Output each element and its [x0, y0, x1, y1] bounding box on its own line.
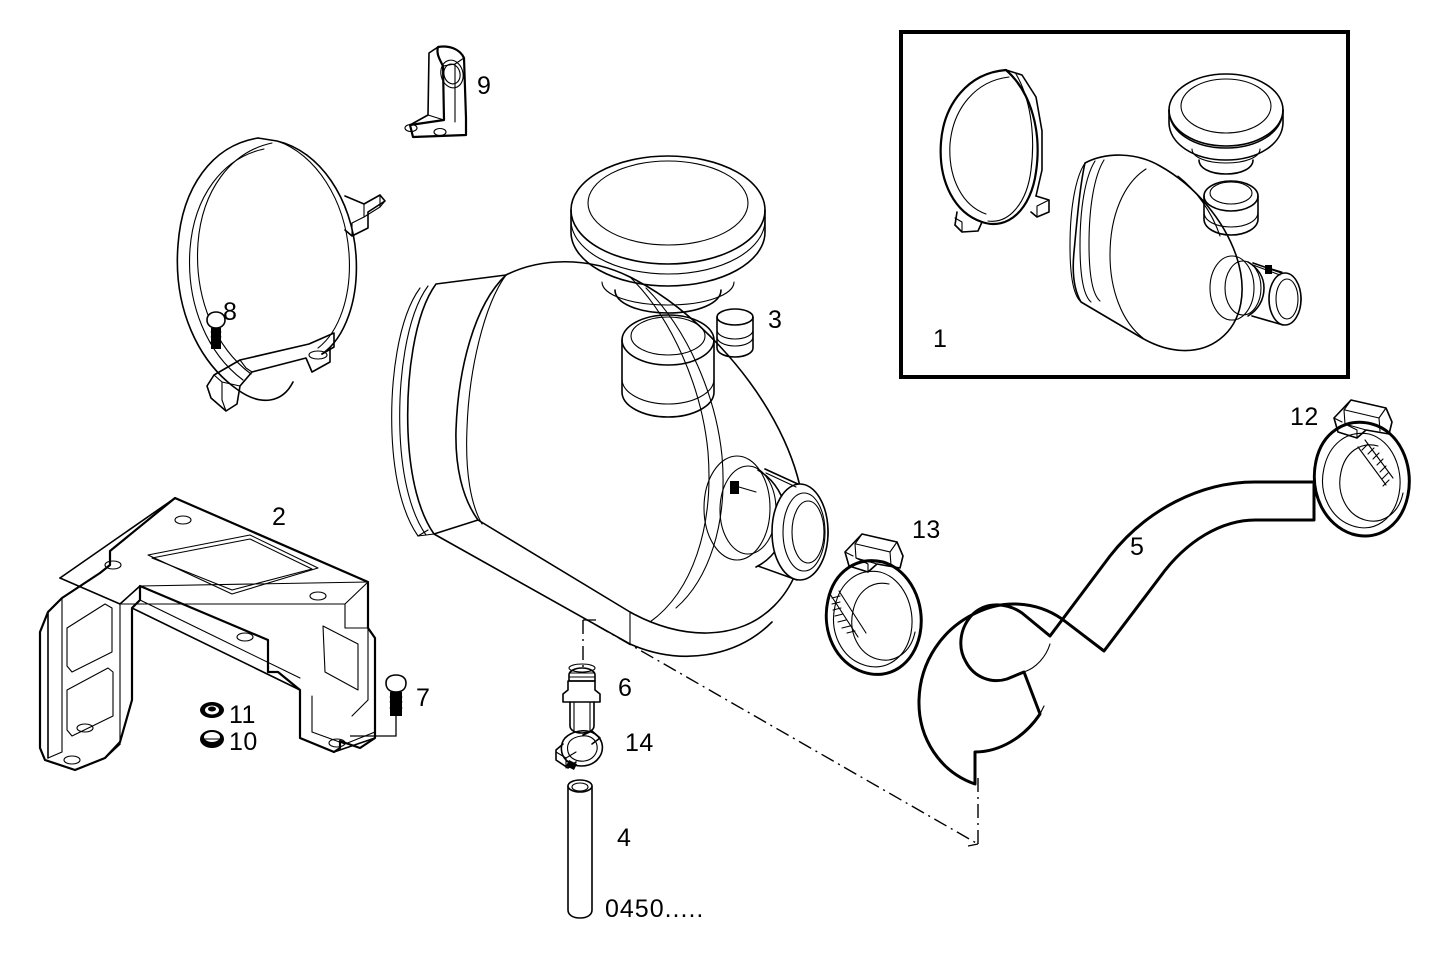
- main-inlet-neck: [621, 314, 715, 418]
- part-3-plug-cap: [716, 308, 754, 358]
- part-8-bolt: [206, 311, 226, 349]
- part-7-hex-bolt: [350, 674, 407, 737]
- callout-4: 4: [617, 824, 632, 852]
- construction-leader-lines: [582, 619, 979, 847]
- inset-outlet-spigot: [1209, 255, 1302, 326]
- callout-1: 1: [933, 325, 948, 353]
- part-12-hose-clamp: [1312, 399, 1411, 538]
- inset-top-cap: [1168, 73, 1284, 175]
- callout-6: 6: [618, 674, 633, 702]
- part-14-hose-clip: [555, 729, 604, 770]
- part-8-clamp-band: [176, 137, 386, 412]
- part-13-hose-clamp: [824, 533, 923, 676]
- inset-clamp-band: [939, 68, 1050, 233]
- part-6-fitting-nipple: [562, 663, 601, 734]
- part-9-angle-bracket: [404, 45, 468, 139]
- main-top-cap: [570, 155, 766, 314]
- part-10-nut: [200, 730, 224, 748]
- inset-air-cleaner-body: [1069, 154, 1302, 352]
- part-code-0450: 0450.....: [605, 895, 705, 923]
- assembled-view-box: [899, 30, 1350, 379]
- main-outlet-spigot: [703, 455, 829, 581]
- callout-10: 10: [229, 728, 258, 756]
- callout-3: 3: [768, 306, 783, 334]
- callout-13: 13: [912, 516, 941, 544]
- callout-11: 11: [229, 701, 256, 729]
- part-4-rubber-tube: [567, 779, 593, 919]
- callout-12: 12: [1290, 403, 1319, 431]
- callout-14: 14: [625, 729, 654, 757]
- main-air-cleaner-assembly: [391, 155, 829, 657]
- callout-2: 2: [272, 503, 287, 531]
- callout-9: 9: [477, 72, 492, 100]
- part-2-mounting-bracket: [38, 496, 377, 772]
- part-5-intake-hose: [917, 480, 1316, 786]
- main-housing-body: [391, 260, 806, 657]
- callout-5: 5: [1130, 533, 1145, 561]
- part-11-washer: [200, 702, 224, 718]
- callout-8: 8: [223, 298, 238, 326]
- callout-7: 7: [416, 684, 431, 712]
